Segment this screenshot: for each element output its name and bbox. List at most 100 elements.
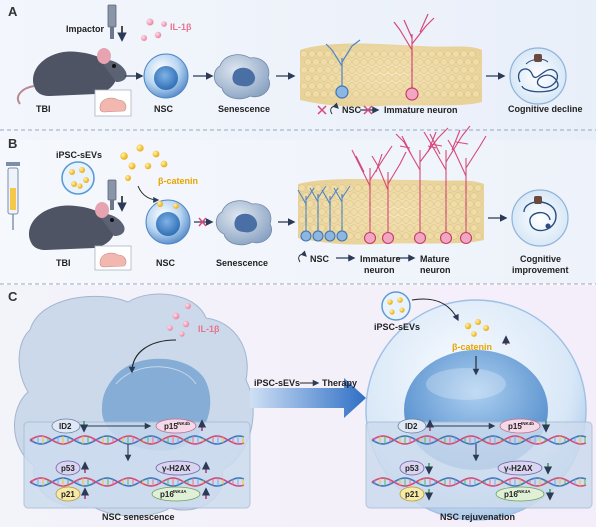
panel-b-senescence-label: Senescence [216,258,268,268]
tissue-cell [304,74,312,82]
tissue-cell [354,184,362,192]
panel-c-letter: C [8,289,18,304]
tissue-band-b [298,179,484,245]
tissue-cell [372,66,380,74]
tissue-cell [372,50,380,58]
tissue-cell [320,90,328,98]
tissue-cell [448,74,456,82]
tissue-cell [318,224,326,232]
tissue-cell [472,74,480,82]
il1b-dots [141,18,167,41]
tissue-cell [388,82,396,90]
marker-p21-label-left: p21 [61,490,75,499]
panel-a-nsc-inline-label: NSC [342,105,362,115]
tissue-cell [390,224,398,232]
marker-p16-left: p16 INK4A [151,486,211,502]
marker-p16-right: p16 INK4A [495,486,555,502]
tissue-cell [344,58,352,66]
tissue-cell [392,58,400,66]
tissue-cell [422,224,430,232]
tissue-cell [320,74,328,82]
dna-strand [371,477,587,487]
tissue-cell [452,82,460,90]
panel-b-mature-2: neuron [420,265,451,275]
tissue-cell [402,216,410,224]
marker-id2-left: ID2 [51,418,89,434]
panel-a-outcome-label: Cognitive decline [508,104,583,114]
tissue-cell [350,224,358,232]
tissue-cell [346,200,354,208]
catenin-dots-b [120,144,168,181]
tissue-cell [308,82,316,90]
tissue-cell [468,66,476,74]
tissue-cell [460,82,468,90]
marker-p15-label-right: p15 [508,422,522,431]
tissue-cell [438,192,446,200]
tissue-cell [454,208,462,216]
marker-p53-right: p53 [399,460,434,476]
tissue-cell [410,200,418,208]
tissue-cell [454,192,462,200]
tissue-cell [358,224,366,232]
tissue-cell [324,82,332,90]
tissue-cell [438,224,446,232]
tissue-cell [470,224,478,232]
panel-b-immature-1: Immature [360,254,401,264]
tissue-cell [384,74,392,82]
tissue-cell [402,200,410,208]
tissue-cell [454,224,462,232]
tissue-nsc-group-b [297,185,351,242]
tissue-cell [448,90,456,98]
therapy-arrow [250,378,366,418]
marker-id2-label-left: ID2 [59,422,72,431]
tissue-cell [378,184,386,192]
tissue-cell [308,50,316,58]
tissue-cell [300,50,308,58]
tissue-cell [312,58,320,66]
tissue-cell [472,58,480,66]
tissue-cell [384,58,392,66]
tissue-cell [474,216,482,224]
tissue-cell [440,74,448,82]
tissue-cell [420,50,428,58]
panel-a-il1b-label: IL-1β [170,22,192,32]
tissue-cell [348,50,356,58]
tissue-cell [434,200,442,208]
tissue-cell [360,74,368,82]
tissue-cell [394,184,402,192]
tissue-cell [426,216,434,224]
tissue-cell [332,66,340,74]
tissue-cell [364,82,372,90]
tissue-cell [430,192,438,200]
tissue-cell [352,74,360,82]
panel-a-senescence-label: Senescence [218,104,270,114]
marker-p15-left: p15 INK4b [155,418,207,434]
panel-b-catenin-label: β-catenin [158,176,198,186]
ipsc-vesicle-c [381,291,411,321]
tissue-cell [396,50,404,58]
panel-b-ipsc-label: iPSC-sEVs [56,150,102,160]
tissue-cell [358,208,366,216]
panel-c-catenin-label: β-catenin [452,342,492,352]
tissue-cell [430,208,438,216]
tissue-cell [458,216,466,224]
tissue-cell [450,184,458,192]
tissue-cell [310,208,318,216]
panel-a-nsc-label: NSC [154,104,174,114]
block-mark-b [198,217,207,227]
tissue-cell [304,90,312,98]
tissue-cell [374,208,382,216]
tissue-cell [470,192,478,200]
tissue-cell [328,58,336,66]
tissue-cell [350,208,358,216]
panel-c-il1b-label: IL-1β [198,324,220,334]
tissue-cell [356,50,364,58]
tissue-cell [410,216,418,224]
marker-p53-left: p53 [55,460,90,476]
tissue-cell [428,50,436,58]
tissue-cell [380,66,388,74]
tissue-cell [348,82,356,90]
tissue-cell [444,50,452,58]
tissue-cell [312,90,320,98]
